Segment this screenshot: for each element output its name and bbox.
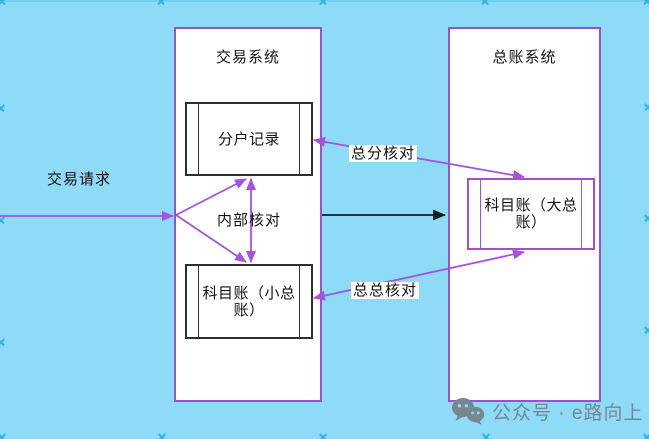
edge-handle-mark bbox=[0, 433, 6, 439]
node-side-bar bbox=[299, 266, 300, 337]
node-label: 科目账（小总账） bbox=[202, 284, 296, 319]
edge-handle-mark bbox=[0, 0, 6, 5]
label-total-total-check: 总总核对 bbox=[351, 282, 420, 299]
edge-handle-mark bbox=[481, 0, 489, 5]
node-side-bar bbox=[299, 104, 300, 174]
node-subject-ledger-small: 科目账（小总账） bbox=[185, 264, 313, 339]
watermark: 公众号 · e路向上 bbox=[451, 397, 643, 425]
label-internal-check: 内部核对 bbox=[217, 212, 282, 229]
node-label: 科目账（大总账） bbox=[484, 197, 578, 231]
transaction-system-title: 交易系统 bbox=[215, 49, 280, 66]
edge-handle-mark bbox=[319, 433, 327, 439]
edge-handle-mark bbox=[644, 103, 649, 111]
edge-handle-mark bbox=[0, 104, 5, 112]
general-ledger-system-title: 总账系统 bbox=[492, 49, 557, 66]
edge-handle-mark bbox=[643, 433, 649, 439]
node-subaccount-records: 分户记录 bbox=[185, 102, 313, 176]
edge-handle-mark bbox=[482, 433, 490, 439]
edge-handle-mark bbox=[157, 0, 165, 5]
edge-handle-mark bbox=[643, 0, 649, 5]
node-label: 分户记录 bbox=[217, 130, 280, 148]
node-subject-ledger-big: 科目账（大总账） bbox=[467, 178, 595, 250]
edge-handle-mark bbox=[319, 0, 327, 5]
edge-handle-mark bbox=[158, 433, 166, 439]
label-transaction-request: 交易请求 bbox=[47, 171, 112, 188]
label-total-detail-check: 总分核对 bbox=[349, 145, 418, 162]
watermark-text: 公众号 · e路向上 bbox=[492, 402, 644, 424]
node-side-bar bbox=[198, 104, 199, 174]
edge-handle-mark bbox=[0, 338, 5, 346]
edge-handle-mark bbox=[0, 216, 5, 224]
wechat-icon bbox=[452, 398, 485, 425]
edge-handle-mark bbox=[644, 326, 649, 334]
edge-handle-mark bbox=[644, 214, 649, 222]
node-side-bar bbox=[480, 180, 481, 248]
node-side-bar bbox=[581, 180, 582, 248]
node-side-bar bbox=[198, 266, 199, 337]
